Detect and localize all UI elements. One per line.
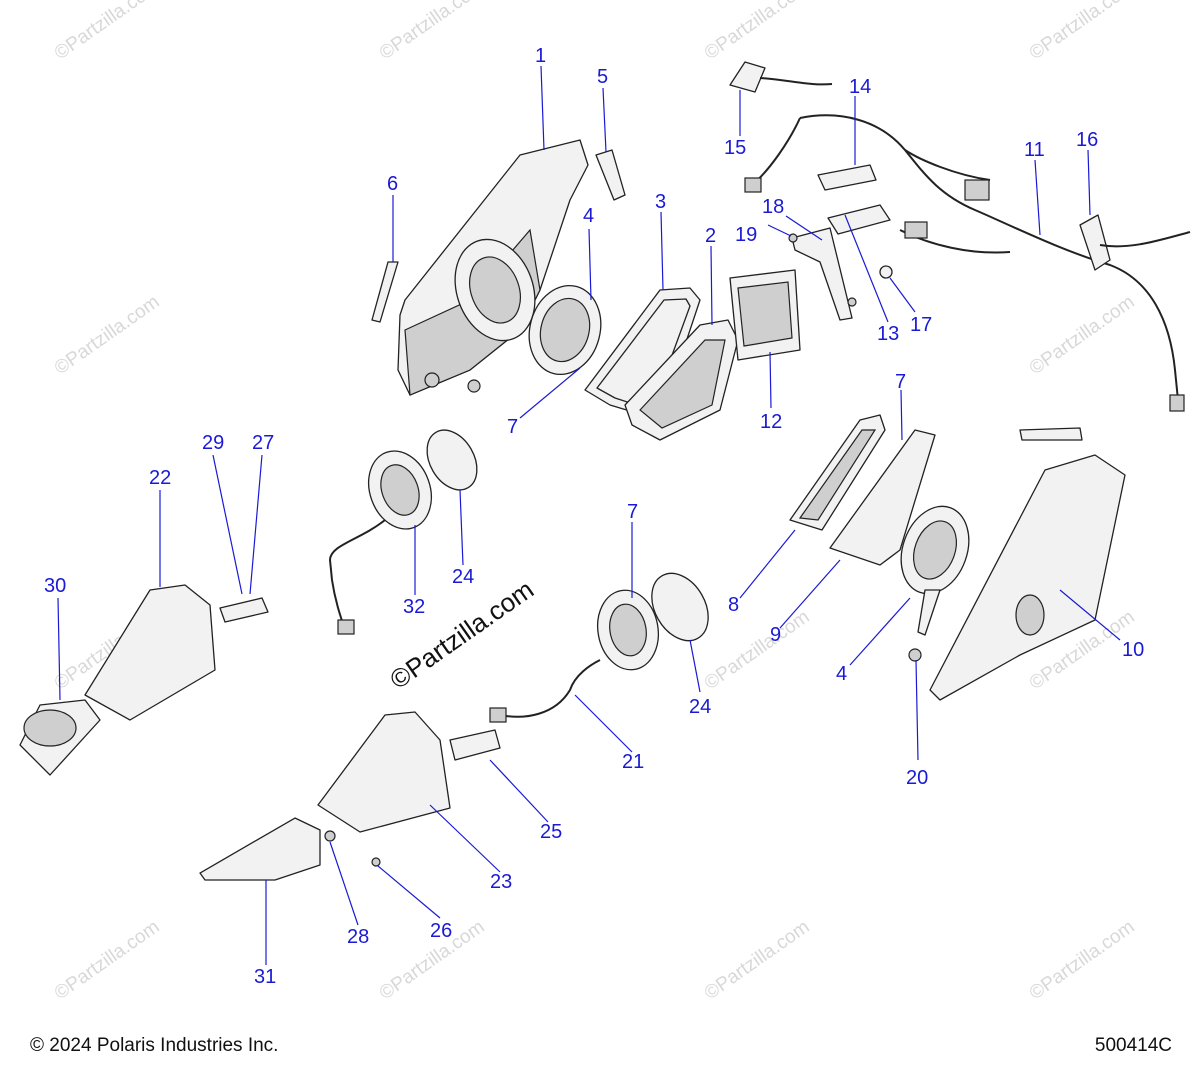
callout-21[interactable]: 21 bbox=[622, 751, 644, 773]
part-27-vent bbox=[219, 597, 269, 623]
part-13-module bbox=[827, 204, 891, 235]
callout-8[interactable]: 8 bbox=[728, 594, 739, 616]
callout-2[interactable]: 2 bbox=[705, 225, 716, 247]
part-30-cup-holder bbox=[19, 699, 101, 776]
part-28-nut bbox=[324, 830, 336, 842]
watermark: ©Partzilla.com bbox=[1026, 0, 1139, 64]
part-2-grille bbox=[624, 319, 739, 441]
callout-7[interactable]: 7 bbox=[895, 371, 906, 393]
part-20-fastener bbox=[908, 648, 922, 662]
callout-14[interactable]: 14 bbox=[849, 76, 871, 98]
part-9-gasket-right bbox=[829, 429, 936, 566]
watermark: ©Partzilla.com bbox=[701, 606, 814, 694]
callout-18[interactable]: 18 bbox=[762, 196, 784, 218]
callout-3[interactable]: 3 bbox=[655, 191, 666, 213]
watermark: ©Partzilla.com bbox=[1026, 916, 1139, 1004]
part-14-module bbox=[817, 164, 877, 191]
watermark: ©Partzilla.com bbox=[701, 0, 814, 64]
callout-29[interactable]: 29 bbox=[202, 432, 224, 454]
watermark: ©Partzilla.com bbox=[51, 0, 164, 64]
part-16-cover bbox=[1079, 214, 1191, 271]
callout-30[interactable]: 30 bbox=[44, 575, 66, 597]
part-17-clip bbox=[879, 265, 893, 279]
callout-11[interactable]: 11 bbox=[1024, 139, 1045, 161]
part-5-bracket bbox=[595, 149, 626, 201]
callout-23[interactable]: 23 bbox=[490, 871, 512, 893]
callout-22[interactable]: 22 bbox=[149, 467, 171, 489]
part-23-enclosure-mid bbox=[317, 711, 451, 833]
callout-31[interactable]: 31 bbox=[254, 966, 276, 988]
part-1-speaker-pod-left bbox=[397, 139, 589, 396]
callout-24[interactable]: 24 bbox=[689, 696, 711, 718]
callout-24[interactable]: 24 bbox=[452, 566, 474, 588]
part-24-grille-cover bbox=[426, 429, 478, 491]
part-4-speaker-upper bbox=[528, 284, 602, 376]
part-22-enclosure-left bbox=[84, 584, 216, 721]
part-12-display bbox=[729, 269, 801, 361]
part-26-screw bbox=[371, 857, 381, 867]
part-31-tray bbox=[199, 817, 321, 881]
callout-5[interactable]: 5 bbox=[597, 66, 608, 88]
callout-19[interactable]: 19 bbox=[735, 224, 757, 246]
callout-7[interactable]: 7 bbox=[507, 416, 518, 438]
watermark: ©Partzilla.com bbox=[1026, 291, 1139, 379]
callout-4[interactable]: 4 bbox=[583, 205, 594, 227]
watermark: ©Partzilla.com bbox=[701, 916, 814, 1004]
part-32-speaker-rear bbox=[328, 450, 432, 635]
callout-4[interactable]: 4 bbox=[836, 663, 847, 685]
callout-13[interactable]: 13 bbox=[877, 323, 899, 345]
part-25-vent bbox=[449, 729, 501, 761]
part-15-connector bbox=[729, 61, 833, 93]
copyright-text: © 2024 Polaris Industries Inc. bbox=[30, 1035, 279, 1056]
watermark-grid: ©Partzilla.com ©Partzilla.com ©Partzilla… bbox=[51, 0, 1139, 1004]
part-18-bracket bbox=[788, 227, 857, 321]
watermark: ©Partzilla.com bbox=[51, 916, 164, 1004]
callout-6[interactable]: 6 bbox=[387, 173, 398, 195]
watermark-center: ©Partzilla.com bbox=[384, 574, 539, 695]
callout-27[interactable]: 27 bbox=[252, 432, 274, 454]
callout-17[interactable]: 17 bbox=[910, 314, 932, 336]
callout-25[interactable]: 25 bbox=[540, 821, 562, 843]
callout-7[interactable]: 7 bbox=[627, 501, 638, 523]
part-3-gasket bbox=[584, 287, 701, 421]
callout-26[interactable]: 26 bbox=[430, 920, 452, 942]
callout-12[interactable]: 12 bbox=[760, 411, 782, 433]
leader-lines bbox=[57, 65, 1121, 965]
part-24-grille-cover bbox=[651, 572, 709, 642]
callout-1[interactable]: 1 bbox=[535, 45, 546, 67]
part-4-speaker-right bbox=[900, 505, 970, 636]
watermark: ©Partzilla.com bbox=[376, 0, 489, 64]
part-7-speaker-mid bbox=[489, 589, 659, 723]
watermark: ©Partzilla.com bbox=[51, 291, 164, 379]
callout-labels: 1 2 3 4 4 5 6 7 7 7 8 9 10 11 12 13 14 1… bbox=[44, 45, 1144, 988]
callout-15[interactable]: 15 bbox=[724, 137, 746, 159]
callout-28[interactable]: 28 bbox=[347, 926, 369, 948]
part-8-grille-right bbox=[789, 414, 886, 531]
part-6-trim-strip bbox=[371, 261, 399, 323]
callout-9[interactable]: 9 bbox=[770, 624, 781, 646]
callout-32[interactable]: 32 bbox=[403, 596, 425, 618]
callout-10[interactable]: 10 bbox=[1122, 639, 1144, 661]
diagram-id: 500414C bbox=[1094, 1035, 1172, 1056]
callout-16[interactable]: 16 bbox=[1076, 129, 1098, 151]
part-11-wire-harness bbox=[744, 114, 1185, 412]
callout-20[interactable]: 20 bbox=[906, 767, 928, 789]
part-10-speaker-pod-right bbox=[929, 427, 1126, 701]
